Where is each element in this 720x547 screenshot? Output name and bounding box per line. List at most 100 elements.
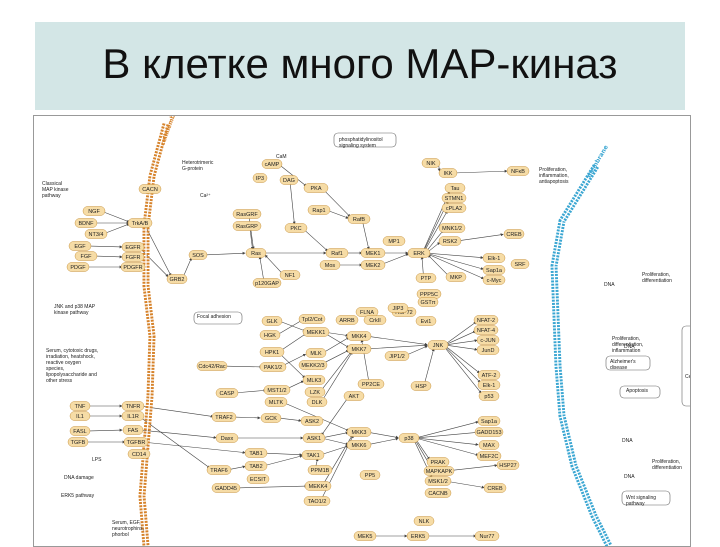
node-pak12: PAK1/2 [259, 362, 287, 372]
node-label-ask1: ASK1 [307, 436, 321, 442]
node-creb: CREB [503, 229, 525, 239]
node-shape-tau [444, 183, 466, 193]
node-elk1b: Elk-1 [477, 380, 501, 390]
node-label-ptp: PTP [421, 276, 432, 282]
node-shape-erk [407, 248, 431, 258]
node-shape-mef2c [476, 451, 502, 461]
node-label-rasgrp: RasGRP [236, 224, 258, 230]
arrow-erk-rsk2 [428, 242, 441, 252]
node-shape-bdnf [74, 218, 98, 228]
arrow-p120gap-ras [258, 256, 264, 280]
node-label-nlk: NLK [419, 519, 430, 525]
node-label-p38: p38 [404, 436, 413, 442]
membrane-right-core [553, 165, 610, 546]
node-shape-sos [188, 250, 208, 260]
node-label-hgk: HGK [264, 333, 276, 339]
arrow-fas-daxx [142, 430, 217, 439]
node-shape-nfat2 [473, 315, 499, 325]
arrow-hsp-jnk [424, 348, 435, 383]
node-shape-jip12 [384, 351, 410, 361]
node-label-cpla2: cPLA2 [446, 206, 462, 212]
box-cell-cycle [681, 325, 690, 407]
node-shape-gadd45 [211, 483, 241, 493]
arrow-gadd45-mekk4 [235, 484, 308, 489]
node-label-nfat4: NFAT-4 [477, 328, 495, 334]
node-cap: cAMP [261, 159, 283, 169]
node-label-ikk: IKK [444, 171, 453, 177]
node-label-gadd153: GADD153 [476, 430, 501, 436]
node-tnfr: TNFR [121, 401, 145, 411]
node-tgfb: TGFB [67, 437, 89, 447]
node-nr4a1: Nur77 [474, 531, 500, 541]
arrow-fasl-fas [89, 428, 123, 432]
node-fgfr: FGFR [121, 252, 145, 262]
arrow-dlk-mkk7 [322, 351, 353, 400]
arrow-akt-ask1 [321, 398, 348, 436]
arrow-msk12-creb2 [447, 481, 485, 489]
node-label-mp1: MP1 [388, 239, 399, 245]
label-focal: Focal adhesion [197, 314, 231, 320]
label-dna3: DNA [622, 438, 633, 444]
node-shape-mkp [445, 272, 467, 282]
node-shape-tpl2 [298, 314, 326, 324]
node-fgf: FGF [74, 251, 98, 261]
node-shape-daxx [215, 433, 239, 443]
node-mkk3: MKK3 [346, 427, 372, 437]
node-shape-fas [122, 425, 144, 435]
node-label-ip3: IP3 [256, 176, 264, 182]
node-label-nik: NIK [426, 161, 436, 167]
node-shape-jnk [427, 340, 449, 350]
arrow-lzk-mkk7 [321, 351, 352, 390]
node-mekk1: MEKK1 [302, 327, 330, 337]
node-label-egfr: EGFR [125, 245, 140, 251]
arrow-jnk-cjun [447, 339, 478, 345]
node-shape-dag [279, 175, 299, 185]
node-egf: EGF [68, 241, 92, 251]
node-glk: GLK [261, 316, 283, 326]
node-max: MAX [478, 440, 500, 450]
node-label-gck: GCK [265, 416, 277, 422]
node-shape-glk [261, 316, 283, 326]
arrow-p38-prak [416, 440, 430, 460]
node-shape-mkk3 [346, 427, 372, 437]
node-shape-ask1 [302, 433, 326, 443]
node-label-hpk1: HPK1 [265, 350, 279, 356]
node-shape-mekk23 [298, 360, 328, 370]
node-tao12: TAO1/2 [303, 496, 331, 506]
node-arrb: ARRB [335, 315, 359, 325]
node-nlk: NLK [413, 516, 435, 526]
node-label-creb2: CREB [487, 486, 503, 492]
node-mst12: MST1/2 [263, 385, 291, 395]
node-shape-msk12 [424, 476, 452, 486]
node-tpl2: Tpl2/Cot [298, 314, 326, 324]
node-gck: GCK [260, 413, 282, 423]
node-shape-tak1 [301, 450, 325, 460]
node-shape-mkk7 [346, 344, 372, 354]
node-label-pkc: PKC [290, 226, 301, 232]
node-shape-trka [127, 218, 153, 228]
arrow-mapkap-hsp27 [448, 464, 498, 471]
node-label-mef5: MEK5 [358, 534, 373, 540]
arrow-p38-max [418, 438, 479, 446]
node-shape-casp [215, 388, 239, 398]
arrow-mekk1-mkk4 [325, 332, 349, 337]
node-label-p120gap: p120GAP [255, 281, 279, 287]
node-shape-srf [510, 259, 530, 269]
node-cacnb: CACNB [424, 488, 452, 498]
node-label-bdnf: BDNF [79, 221, 95, 227]
node-label-arrb: ARRB [339, 318, 355, 324]
node-pp5: PP5 [359, 470, 381, 480]
node-label-pdgfr: PDGFR [123, 265, 142, 271]
node-shape-elk1b [477, 380, 501, 390]
node-fasl: FASL [69, 426, 91, 436]
node-mekk4: MEKK4 [304, 481, 332, 491]
node-label-tab2: TAB2 [249, 464, 262, 470]
node-label-egf: EGF [74, 244, 86, 250]
arrow-mkp-erk [427, 254, 448, 276]
node-label-rafb: RafB [353, 217, 366, 223]
label-serum_egf: Serum, EGF,neurotrophins,phorbol [112, 520, 144, 538]
node-label-jip3: JIP3 [392, 306, 403, 312]
node-gst: GSTπ [417, 297, 439, 307]
